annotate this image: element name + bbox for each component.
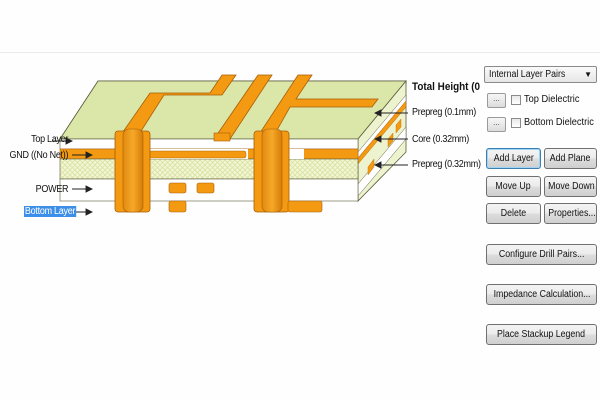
power-pad-1 (168, 182, 187, 194)
impedance-calculation-label: Impedance Calculation... (493, 289, 591, 300)
delete-label: Delete (500, 208, 527, 219)
move-up-label: Move Up (495, 181, 532, 192)
dielectric-label-prepreg-bottom[interactable]: Prepreg (0.32mm) (412, 159, 481, 170)
top-trace-3 (255, 74, 379, 140)
impedance-calculation-button[interactable]: Impedance Calculation... (486, 284, 597, 305)
place-stackup-legend-label: Place Stackup Legend (497, 329, 586, 340)
add-plane-label: Add Plane (550, 153, 591, 164)
bottom-dielectric-label: Bottom Dielectric (524, 116, 594, 128)
dielectric-label-prepreg-top[interactable]: Prepreg (0.1mm) (412, 107, 476, 118)
top-dielectric-browse-button[interactable]: ... (487, 93, 506, 108)
move-up-button[interactable]: Move Up (486, 176, 541, 197)
move-down-button[interactable]: Move Down (544, 176, 597, 197)
layer-pairs-dropdown[interactable]: Internal Layer Pairs ▼ (484, 66, 597, 83)
configure-drill-pairs-button[interactable]: Configure Drill Pairs... (486, 244, 597, 265)
prepreg-top-band (59, 138, 359, 150)
bottom-dielectric-checkbox[interactable] (511, 118, 521, 128)
add-layer-button[interactable]: Add Layer (486, 148, 541, 169)
move-down-label: Move Down (548, 181, 595, 192)
layer-label-top[interactable]: Top Layer (30, 134, 68, 145)
add-plane-button[interactable]: Add Plane (544, 148, 597, 169)
top-divider (0, 52, 600, 53)
power-pad-2 (196, 182, 215, 194)
layer-label-bottom-selected[interactable]: Bottom Layer (24, 206, 77, 217)
bottom-dielectric-browse-button[interactable]: ... (487, 117, 506, 132)
add-layer-label: Add Layer (493, 153, 534, 164)
chevron-down-icon: ▼ (584, 70, 592, 79)
top-dielectric-checkbox[interactable] (511, 95, 521, 105)
pcb-cross-section (52, 74, 408, 216)
layer-label-gnd[interactable]: GND ((No Net)) (9, 150, 68, 161)
via-2 (253, 128, 290, 213)
properties-label: Properties... (548, 208, 596, 219)
configure-drill-pairs-label: Configure Drill Pairs... (498, 249, 585, 260)
delete-button[interactable]: Delete (486, 203, 541, 224)
bottom-pad-1 (168, 200, 187, 213)
top-dielectric-label: Top Dielectric (524, 93, 580, 105)
via-1 (114, 128, 151, 213)
bottom-pad-2 (287, 200, 323, 213)
dropdown-value: Internal Layer Pairs (489, 69, 566, 80)
total-height-title: Total Height (0 (412, 81, 481, 93)
layer-label-power[interactable]: POWER (35, 184, 68, 195)
dielectric-label-core[interactable]: Core (0.32mm) (412, 134, 470, 145)
core-band (59, 158, 359, 180)
place-stackup-legend-button[interactable]: Place Stackup Legend (486, 324, 597, 345)
stackup-diagram: Top Layer GND ((No Net)) POWER Bottom La… (0, 55, 481, 305)
properties-button[interactable]: Properties... (544, 203, 597, 224)
